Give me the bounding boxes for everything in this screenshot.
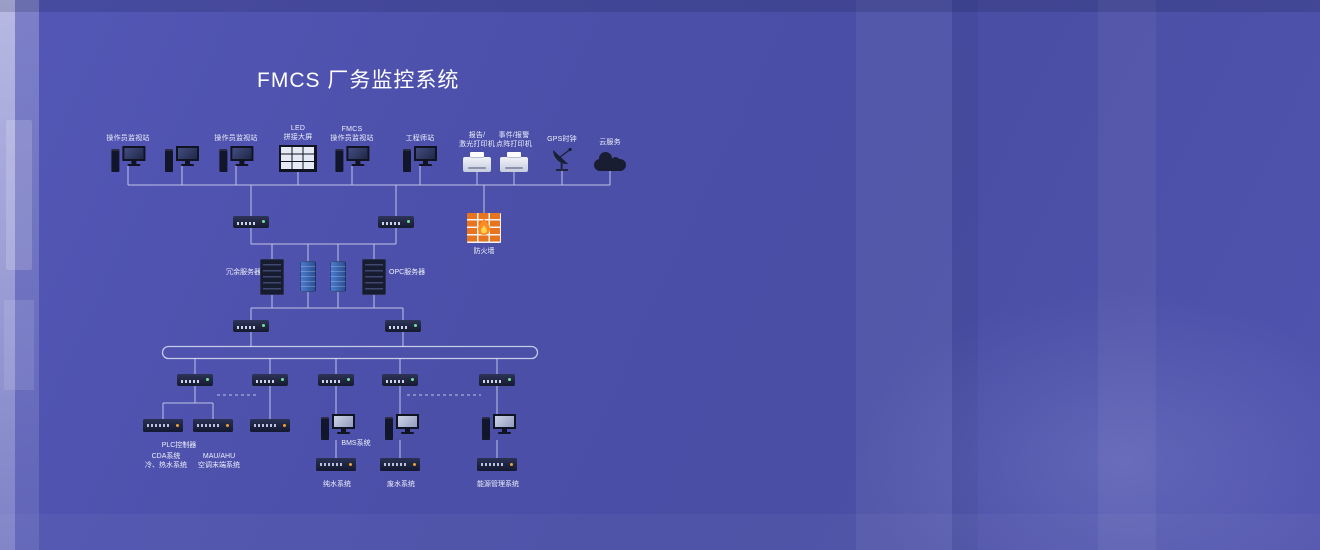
dot-matrix-printer: 事件/报警 点阵打印机 [496, 118, 532, 172]
core-switch-icon-right [378, 216, 414, 228]
plc-rack-icon-1 [143, 419, 183, 432]
plc-rack-icon-3 [250, 419, 290, 432]
flame-icon [478, 218, 490, 235]
device-label: 操作员监视站 [214, 134, 258, 142]
tower-server-icon-2 [330, 261, 346, 292]
field-switch-icon-2 [252, 374, 288, 386]
firewall-label: 防火墙 [473, 248, 495, 255]
field-switch-icon-1 [177, 374, 213, 386]
device-label: 云服务 [599, 138, 621, 146]
operator-workstation-1: 操作员监视站 [106, 118, 149, 172]
printer-icon [500, 152, 528, 172]
device-label: 工程师站 [405, 134, 435, 142]
pure-water-rack-icon [316, 458, 356, 471]
field-switch-icon-3 [318, 374, 354, 386]
workstation-icon [110, 146, 145, 172]
opc-server-label: OPC服务器 [389, 269, 426, 276]
waste-water-system-label: 废水系统 [387, 481, 415, 488]
distribution-switch-icon-left [233, 320, 269, 332]
energy-rack-icon [477, 458, 517, 471]
operator-workstation-2 [165, 118, 199, 172]
energy-workstation [482, 414, 516, 440]
gps-clock: GPS时钟 [547, 118, 577, 172]
redundant-server-icon [260, 259, 284, 295]
opc-server-icon [362, 259, 386, 295]
pure-water-system-label: 纯水系统 [323, 481, 351, 488]
satellite-dish-icon [552, 147, 572, 171]
redundant-server-label: 冗余服务器 [226, 269, 261, 276]
bms-workstation [321, 414, 355, 440]
waste-water-rack-icon [380, 458, 420, 471]
waste-water-workstation [385, 414, 419, 440]
workstation-icon [385, 414, 419, 440]
plc-rack-icon-2 [193, 419, 233, 432]
distribution-switch-icon-right [385, 320, 421, 332]
device-label: GPS时钟 [547, 135, 577, 143]
engineer-station: 工程师站 [403, 118, 437, 172]
printer-icon [463, 152, 491, 172]
workstation-icon [334, 146, 369, 172]
cloud-service: 云服务 [592, 118, 628, 172]
device-label: 事件/报警 点阵打印机 [496, 131, 532, 148]
operator-workstation-3: 操作员监视站 [214, 118, 257, 172]
workstation-icon [482, 414, 516, 440]
tower-server-icon-1 [300, 261, 316, 292]
ring-bus [161, 345, 539, 360]
device-label: 报告/ 激光打印机 [459, 131, 495, 148]
device-label: LED 拼接大屏 [283, 124, 313, 141]
workstation-icon [321, 414, 355, 440]
device-label: FMCS 操作员监视站 [330, 125, 374, 142]
laser-printer: 报告/ 激光打印机 [459, 118, 495, 172]
firewall-icon [467, 213, 501, 243]
energy-management-system-label: 能源管理系统 [477, 481, 519, 488]
page-title: FMCS 厂务监控系统 [257, 69, 460, 92]
core-switch-icon-left [233, 216, 269, 228]
cloud-icon [592, 150, 628, 172]
cda-system-label: CDA系统 冷、热水系统 [145, 453, 187, 470]
mau-ahu-system-label: MAU/AHU 空调末端系统 [198, 453, 240, 470]
workstation-icon [218, 146, 253, 172]
led-video-wall: LED 拼接大屏 [279, 118, 317, 172]
led-wall-icon [279, 145, 317, 172]
device-label: 操作员监视站 [106, 134, 150, 142]
workstation-icon [165, 146, 199, 172]
workstation-icon [403, 146, 437, 172]
field-switch-icon-5 [479, 374, 515, 386]
bms-system-label: BMS系统 [341, 440, 371, 447]
plc-controller-label: PLC控制器 [161, 442, 197, 449]
field-switch-icon-4 [382, 374, 418, 386]
fmcs-operator-workstation: FMCS 操作员监视站 [330, 118, 373, 172]
